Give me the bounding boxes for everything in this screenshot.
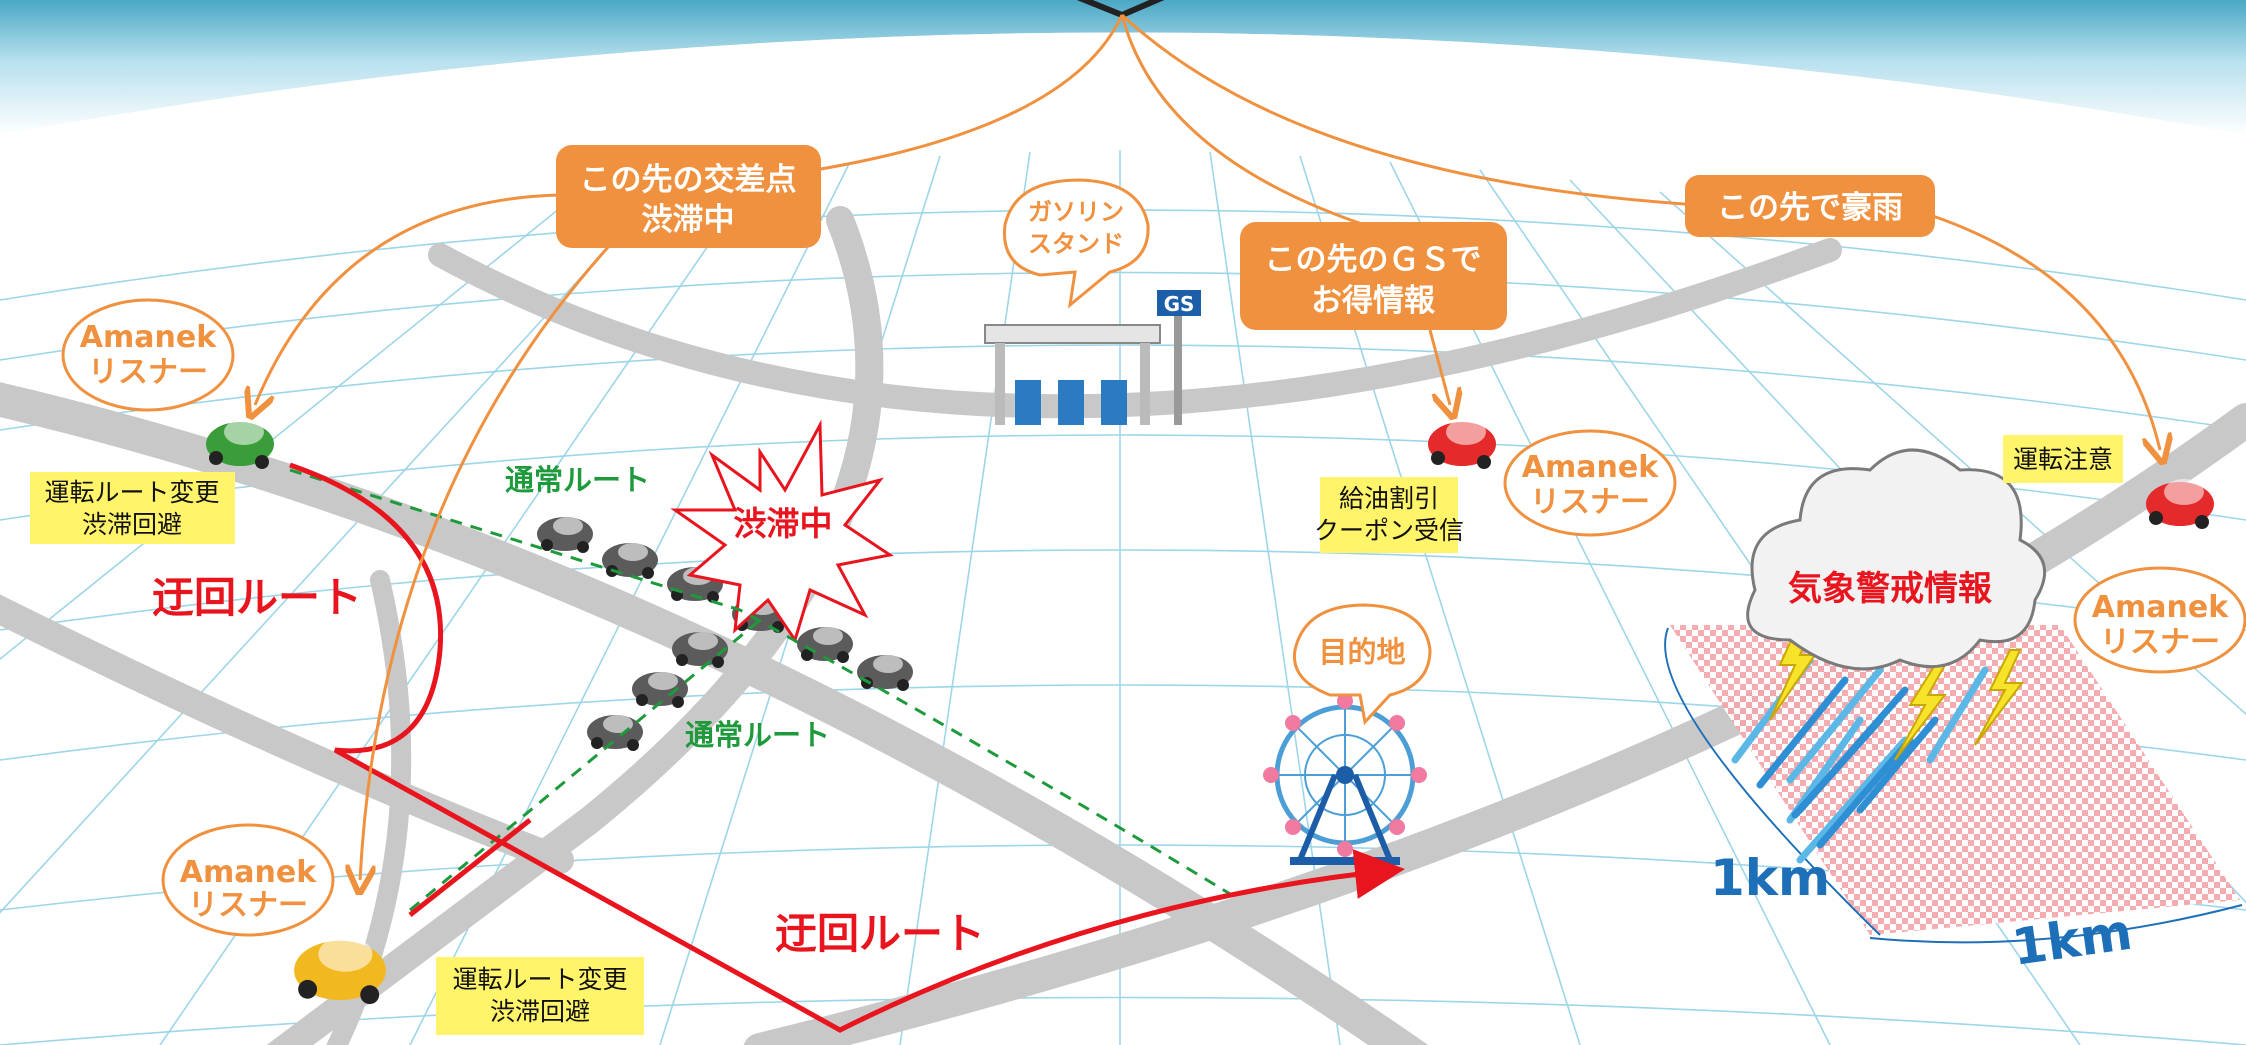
ferris-wheel-icon [1263,693,1427,865]
destination-bubble: 目的地 [1292,603,1432,726]
rain-streaks [1731,656,1989,864]
listener-name-4: Amanek [2092,590,2229,625]
jam-label: 渋滞中 [734,504,833,543]
listener-bubble-2: Amanek リスナー [161,823,335,937]
gas-station-line2: スタンド [1028,230,1124,258]
normal-route-dashed-1 [289,468,1241,902]
note-route-change-1: 運転ルート変更 渋滞回避 [30,472,235,544]
bubble-gs-deal: この先のＧＳで お得情報 [1240,222,1507,330]
detour-route-red-2 [408,818,532,917]
note-rc1-line1: 運転ルート変更 [44,478,219,507]
normal-route-label-2: 通常ルート [685,718,830,752]
listener-label-4: リスナー [2100,625,2220,660]
note-coupon-line1: 給油割引 [1339,484,1439,513]
destination-label: 目的地 [1318,635,1405,669]
listener-name-3: Amanek [1522,450,1659,485]
route-lines [289,462,1405,1033]
rain-area [1670,625,2240,935]
listener-bubble-1: Amanek リスナー [61,298,235,412]
normal-route-dashed-2 [409,618,761,912]
weather-zone: 1km 1km 気象警戒情報 [1664,448,2243,977]
weather-warning-label: 気象警戒情報 [1788,569,1992,609]
km-bracket-1 [1664,627,1881,936]
note-rc2-line2: 渋滞回避 [490,997,590,1026]
bubble-rain-label: この先で豪雨 [1717,190,1903,226]
listener-label-1: リスナー [88,355,208,390]
bubble-gs-line2: お得情報 [1311,283,1436,319]
note-coupon-line2: クーポン受信 [1314,516,1464,545]
normal-route-label-1: 通常ルート [505,463,650,497]
note-rc1-line2: 渋滞回避 [82,510,182,539]
note-route-change-2: 運転ルート変更 渋滞回避 [436,957,644,1035]
gas-station-bubble: ガソリン スタンド [1002,178,1150,309]
road-right-arc [743,403,2246,1045]
gs-sign [1157,290,1201,316]
gas-station-icon: GS [984,290,1201,425]
listener-bubble-3: Amanek リスナー [1503,429,1677,537]
detour-route-red [289,462,1405,1033]
listener-label-3: リスナー [1530,485,1650,520]
listener-bubble-4: Amanek リスナー [2073,566,2246,674]
bubble-congestion-line1: この先の交差点 [580,162,797,198]
detour-label-1: 迂回ルート [152,573,362,622]
gs-sign-label: GS [1164,292,1195,316]
road-vertical [266,206,884,1045]
detour-label-2: 迂回ルート [775,909,985,958]
listener-name-2: Amanek [180,855,317,890]
km-label-1: 1km [1710,849,1830,907]
note-coupon: 給油割引 クーポン受信 [1314,477,1464,553]
note-rc2-line1: 運転ルート変更 [452,965,627,994]
bubble-heavy-rain: この先で豪雨 [1685,175,1935,237]
bubble-congestion-ahead: この先の交差点 渋滞中 [556,145,821,248]
listener-name-1: Amanek [80,320,217,355]
note-caution: 運転注意 [2003,435,2123,483]
listener-label-2: リスナー [188,888,308,923]
bubble-gs-line1: この先のＧＳで [1265,242,1482,278]
gas-station-line1: ガソリン [1028,198,1124,226]
bubble-congestion-line2: 渋滞中 [642,202,735,238]
km-bracket-2 [1869,904,2243,944]
note-caution-label: 運転注意 [2013,445,2113,474]
sky-dome [0,0,2246,135]
